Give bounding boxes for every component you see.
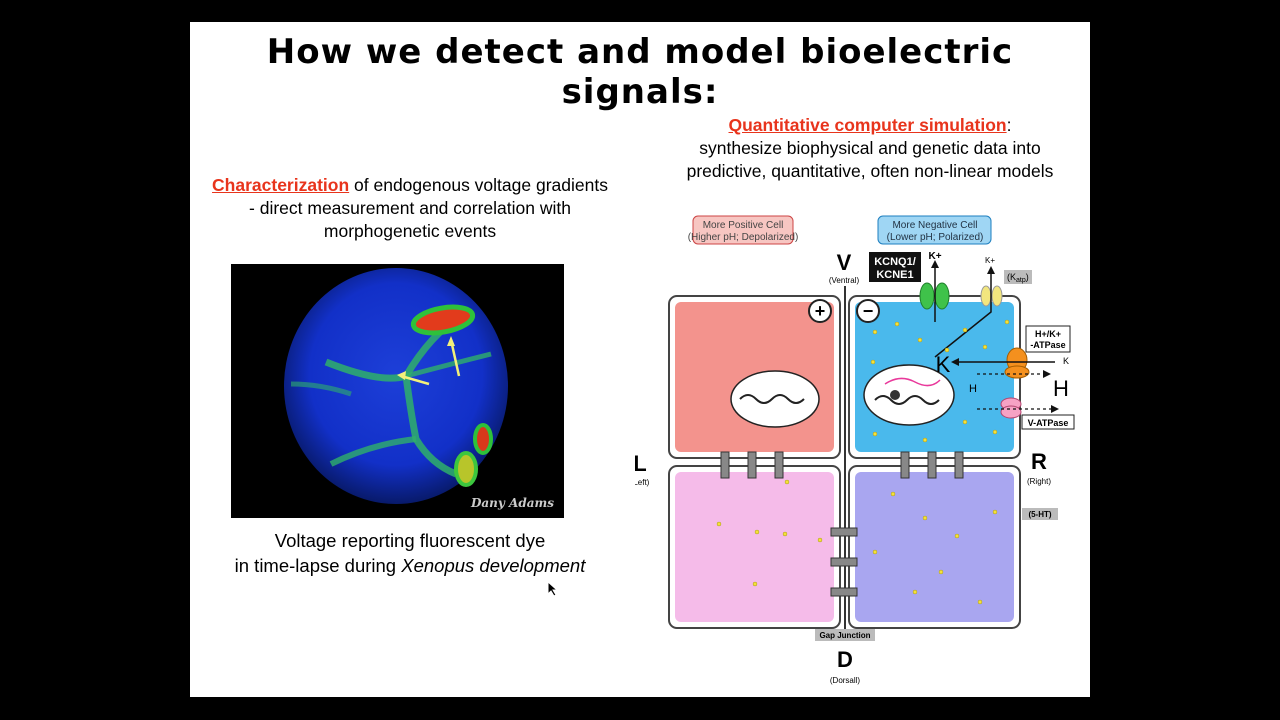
dye-caption-line1: Voltage reporting fluorescent dye [274, 530, 546, 551]
dna-right-icon [874, 395, 940, 405]
rna-icon [884, 377, 941, 387]
k-efflux-arrowhead [931, 260, 939, 268]
serotonin-dots [716, 319, 1010, 605]
negative-cell-label-line1: More Negative Cell [892, 220, 977, 231]
positive-cell-label-line1: More Positive Cell [703, 220, 784, 231]
katp-arrow [934, 270, 992, 358]
katp-label: (Katp) [1007, 272, 1029, 284]
mouse-cursor-icon [548, 582, 558, 596]
simulation-colon: : [1006, 115, 1012, 135]
simulation-text: synthesize biophysical and genetic data … [686, 138, 1054, 181]
bioelectric-cell-diagram: More Positive Cell (Higher pH; Depolariz… [635, 215, 1075, 685]
dna-left-icon [739, 394, 805, 404]
bottom-left-cell [675, 472, 834, 622]
positive-cell-label-box [692, 215, 794, 245]
h-small-label: H [969, 383, 977, 395]
v-atpase-arrowhead [1051, 405, 1059, 413]
slide: How we detect and model bioelectric sign… [190, 22, 1090, 697]
right-label: (Right) [1027, 477, 1051, 486]
kcnq1-label-box [869, 252, 921, 282]
k-plus-katp: K+ [985, 256, 995, 265]
nucleus-left [730, 370, 820, 428]
dye-caption: Voltage reporting fluorescent dye in tim… [190, 528, 630, 578]
gap-junction-label-box [815, 629, 875, 641]
hk-atpase-icon [1004, 347, 1030, 379]
bottom-right-cell [855, 472, 1014, 622]
k-influx-arrowhead [951, 358, 959, 366]
protein-icon [890, 390, 900, 400]
nucleus-right [863, 364, 955, 426]
v-atpase-icon [1000, 397, 1022, 419]
xenopus-text: Xenopus development [401, 555, 586, 576]
left-label: (Left) [635, 478, 650, 487]
positive-cell-label-line2: (Higher pH; Depolarized) [688, 232, 799, 243]
v-atpase-label-box [1021, 414, 1075, 430]
k-plus-top: K+ [928, 251, 941, 262]
kcnq1-label-line1: KCNQ1/ [874, 256, 916, 268]
k-small-label: K [1063, 356, 1069, 366]
katp-open: (K [1007, 272, 1016, 282]
ventral-letter: V [837, 250, 852, 275]
katp-label-box [1004, 270, 1032, 284]
katp-arrowhead [987, 266, 995, 274]
characterization-highlight: Characterization [212, 175, 350, 195]
right-letter: R [1031, 449, 1047, 474]
negative-cell-label-line2: (Lower pH; Polarized) [887, 232, 984, 243]
v-atpase-label: V-ATPase [1028, 418, 1069, 428]
kcnq1-channel-icon [919, 282, 950, 310]
characterization-caption: Characterization of endogenous voltage g… [210, 174, 610, 243]
characterization-text: of endogenous voltage gradients - direct… [249, 175, 608, 241]
hk-atpase-label-box [1025, 325, 1071, 353]
negative-cell-label-box [877, 215, 992, 245]
kcnq1-label-line2: KCNE1 [876, 269, 913, 281]
slide-title: How we detect and model bioelectric sign… [266, 32, 1014, 112]
ventral-label: (Ventral) [829, 276, 860, 285]
serotonin-label-box [1022, 508, 1058, 520]
k-big-label: K [936, 352, 951, 377]
hk-atpase-line1: H+/K+ [1035, 329, 1061, 339]
left-letter: L [635, 451, 647, 476]
simulation-caption: Quantitative computer simulation: synthe… [660, 114, 1080, 183]
simulation-highlight: Quantitative computer simulation [728, 115, 1007, 135]
serotonin-label: (5-HT) [1028, 510, 1051, 519]
katp-close: ) [1026, 272, 1029, 282]
fluorescent-embryo-image: Dany Adams [231, 264, 564, 518]
embryo-illustration [284, 268, 508, 504]
h-big-label: H [1053, 376, 1069, 401]
plus-sign: + [815, 301, 826, 321]
minus-circle-icon [856, 299, 880, 323]
photo-credit: Dany Adams [471, 496, 554, 510]
gap-junction-icons [720, 451, 964, 597]
gap-junction-label: Gap Junction [819, 631, 870, 640]
hk-atpase-line2: -ATPase [1030, 340, 1065, 350]
dorsal-label: (Dorsall) [830, 676, 861, 685]
katp-channel-icon [980, 285, 1003, 307]
dye-caption-line2: in time-lapse during [234, 555, 402, 576]
plus-circle-icon [808, 299, 832, 323]
katp-sub: atp [1016, 277, 1026, 284]
h-efflux-arrowhead [1043, 370, 1051, 378]
minus-sign: − [863, 301, 874, 321]
dorsal-letter: D [837, 647, 853, 672]
